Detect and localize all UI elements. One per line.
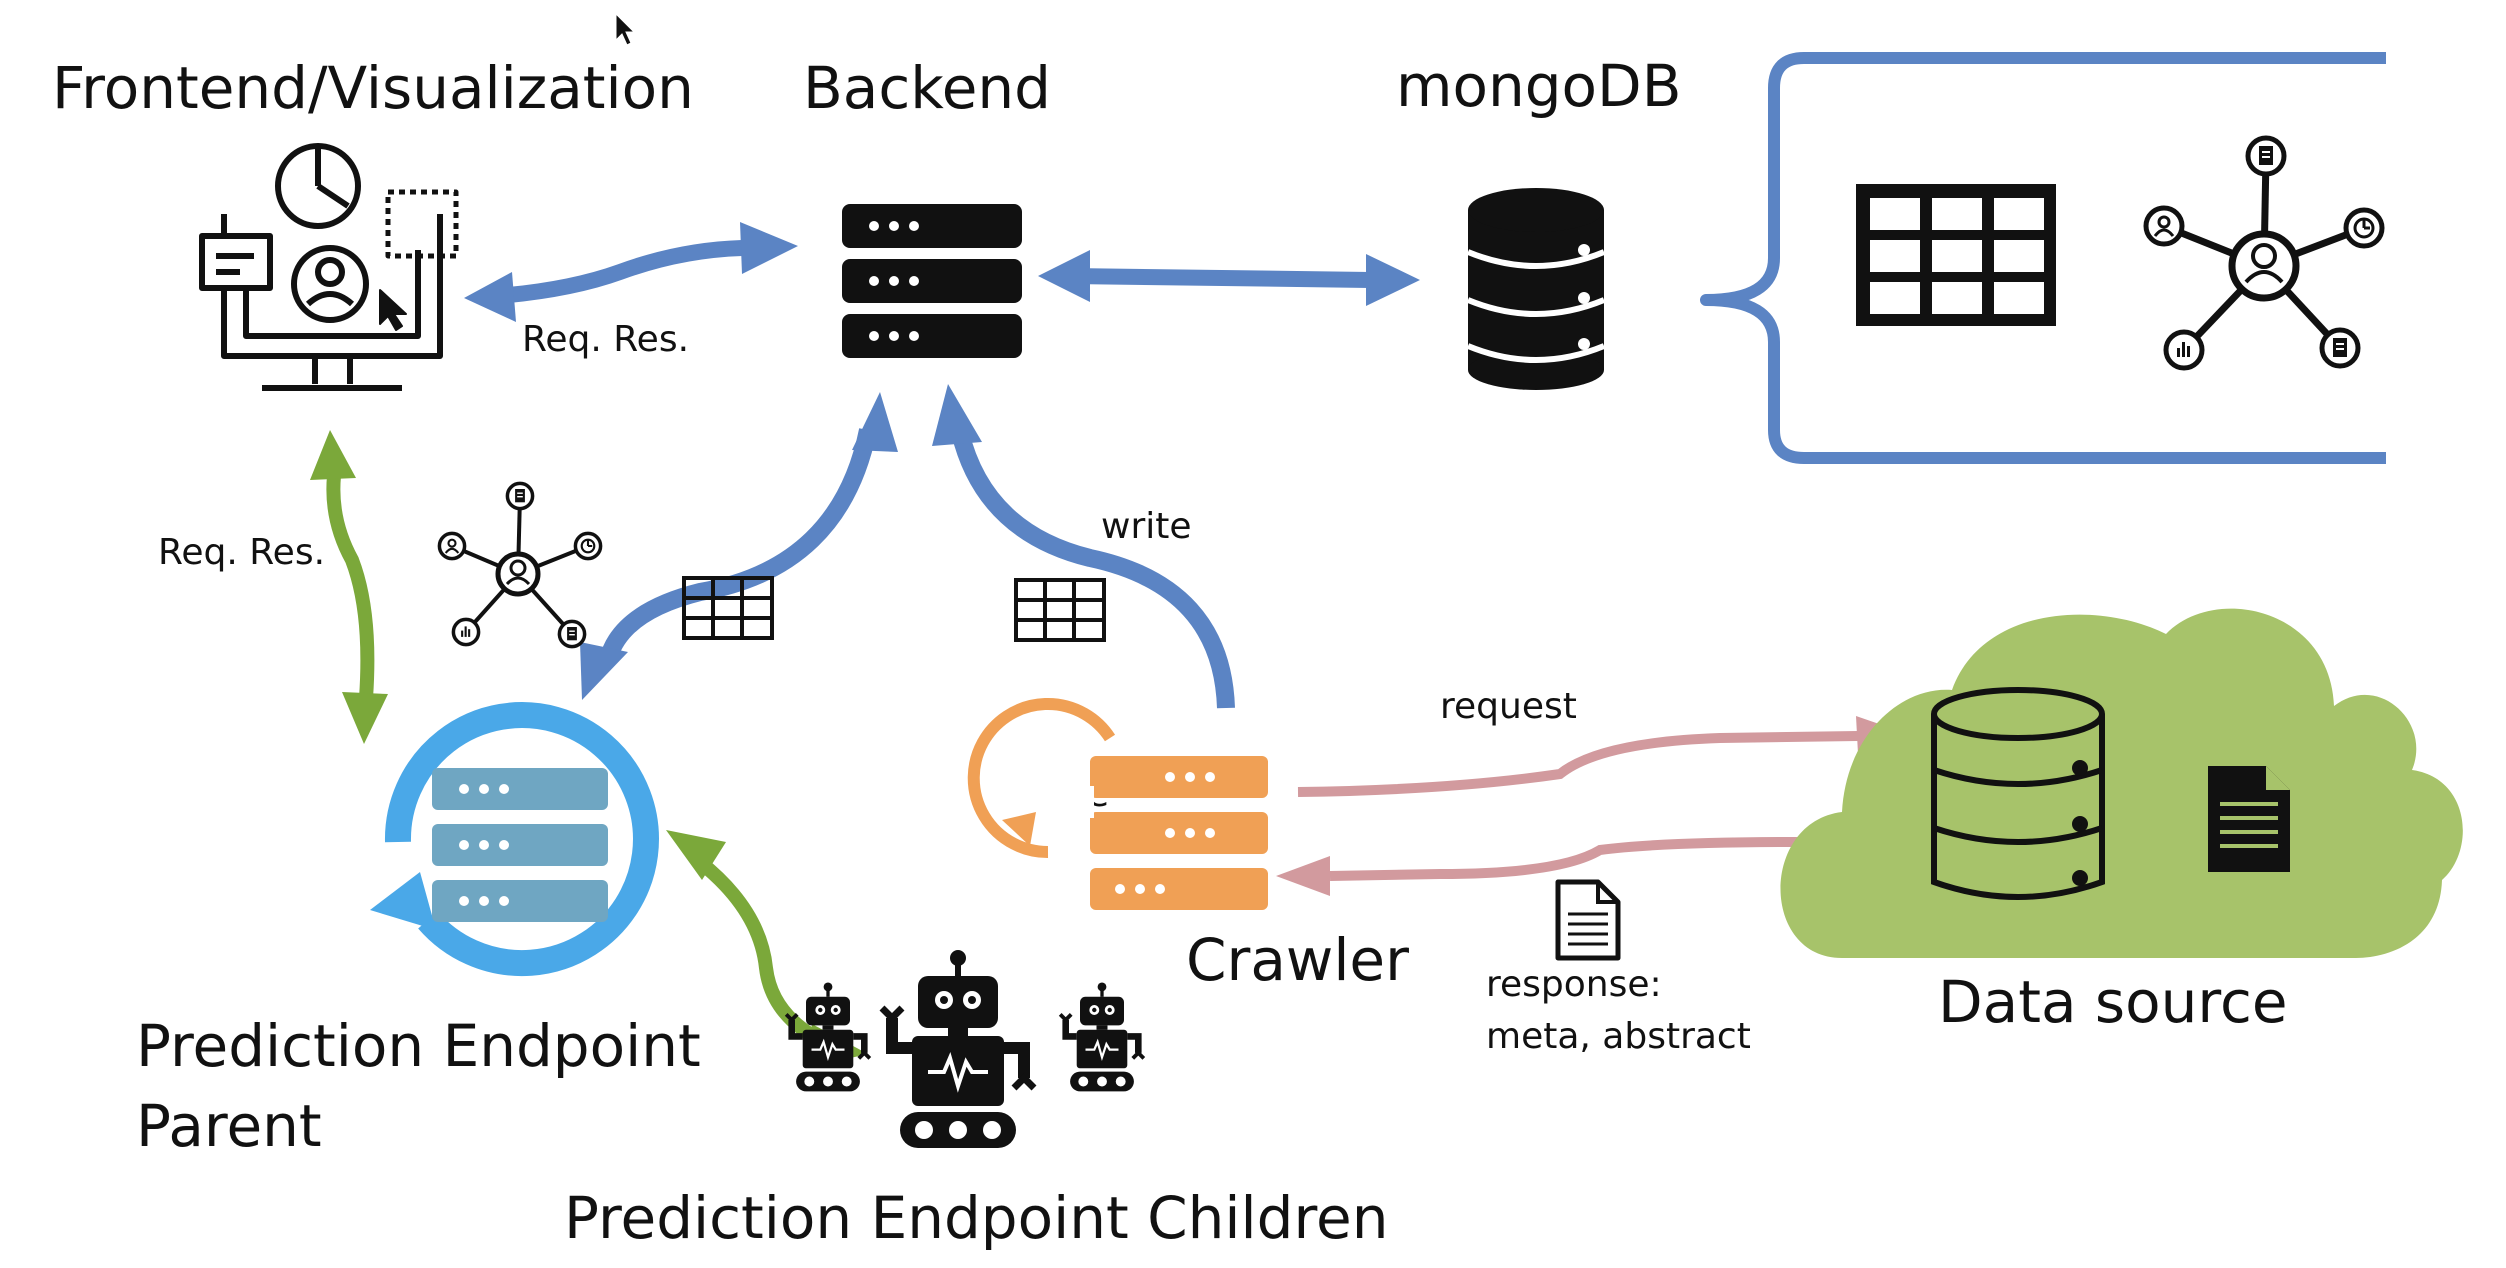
table-grid-icon [1856, 184, 2056, 326]
sync-server-icon [370, 702, 659, 977]
document-icon [1555, 879, 1621, 961]
database-icon [1466, 188, 1606, 390]
frontend-endpoint-arrow [310, 430, 388, 744]
req-res-left-label: Req. Res. [158, 532, 325, 573]
write-label: write [1101, 506, 1192, 547]
request-label: request [1440, 686, 1577, 727]
endpoint-parent-label-line1: Prediction Endpoint [136, 1012, 701, 1080]
database-icon [1931, 687, 2105, 900]
robot-icon [786, 983, 870, 1092]
data-source-label: Data source [1938, 968, 2288, 1036]
monitor-dashboard-icon [199, 143, 459, 391]
crawler-server-icon [967, 698, 1268, 910]
robot-icon [882, 950, 1034, 1148]
crawler-label: Crawler [1186, 926, 1409, 994]
table-grid-icon [682, 576, 774, 640]
network-graph-icon [437, 481, 603, 649]
mouse-cursor-icon [615, 12, 636, 46]
endpoint-children-label: Prediction Endpoint Children [564, 1184, 1388, 1252]
network-graph-icon [2146, 138, 2382, 368]
backend-mongodb-arrow [1038, 250, 1420, 306]
server-stack-icon [842, 204, 1022, 358]
storage-brace [1700, 52, 2386, 464]
table-grid-icon [1014, 578, 1106, 642]
response-arrow [1276, 837, 1799, 896]
endpoint-to-backend-arrow [580, 392, 898, 700]
frontend-backend-arrow [464, 222, 798, 322]
backend-label: Backend [803, 54, 1051, 122]
req-res-top-label: Req. Res. [522, 319, 689, 360]
frontend-label: Frontend/Visualization [52, 54, 694, 122]
mongodb-label: mongoDB [1396, 52, 1682, 120]
crawler-to-backend-arrow [932, 384, 1235, 709]
cloud-icon [1780, 608, 2463, 958]
document-icon [2208, 766, 2290, 872]
response-label-line1: response: [1486, 964, 1662, 1005]
robot-icon [1060, 983, 1144, 1092]
response-label-line2: meta, abstract [1486, 1016, 1751, 1057]
request-arrow [1297, 716, 1908, 797]
endpoint-parent-label-line2: Parent [136, 1092, 322, 1160]
